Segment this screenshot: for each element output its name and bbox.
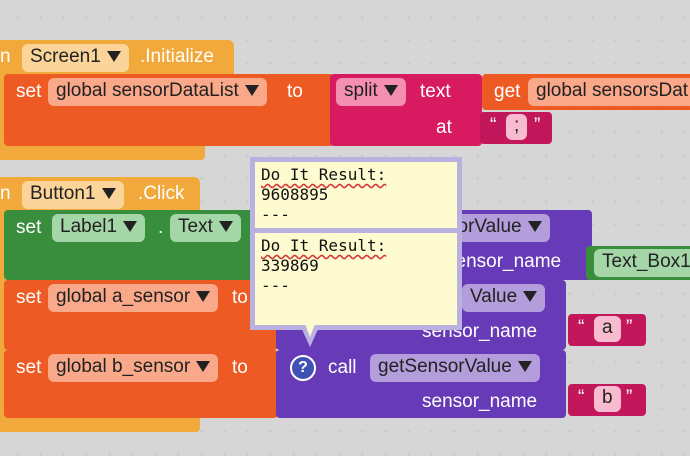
- get-sensor-value-dropdown[interactable]: getSensorValue: [370, 354, 540, 382]
- event-name: .Initialize: [140, 46, 214, 67]
- result-value-1: 9608895: [261, 185, 329, 204]
- string-b-value[interactable]: b: [594, 386, 621, 412]
- event-name: .Click: [138, 183, 185, 204]
- text-property-dropdown[interactable]: Text: [170, 214, 241, 242]
- textbox1-component[interactable]: Text_Box1: [594, 249, 690, 277]
- var-a-sensor[interactable]: global a_sensor: [48, 284, 219, 312]
- screen1-component-dropdown[interactable]: Screen1: [22, 44, 129, 72]
- event-prefix: n: [0, 183, 11, 204]
- label1-component-dropdown[interactable]: Label1: [52, 214, 146, 242]
- button1-component-dropdown[interactable]: Button1: [22, 181, 124, 209]
- result-value-2: 339869: [261, 256, 319, 275]
- do-it-result-tooltip-2: Do It Result: 339869 ---: [250, 228, 462, 330]
- question-icon[interactable]: ?: [290, 355, 316, 381]
- split-dropdown[interactable]: split: [336, 78, 406, 106]
- event-prefix: n: [0, 46, 11, 67]
- do-it-result-tooltip-1: Do It Result: 9608895 ---: [250, 157, 462, 233]
- procedure-dropdown-2[interactable]: Value: [462, 284, 546, 312]
- var-b-sensor[interactable]: global b_sensor: [48, 354, 219, 382]
- string-a-value[interactable]: a: [594, 316, 621, 342]
- var-sensor-data-list[interactable]: global sensorDataList: [48, 78, 267, 106]
- get-var-sensors[interactable]: global sensorsDat: [528, 78, 690, 106]
- separator-value[interactable]: ;: [506, 114, 528, 140]
